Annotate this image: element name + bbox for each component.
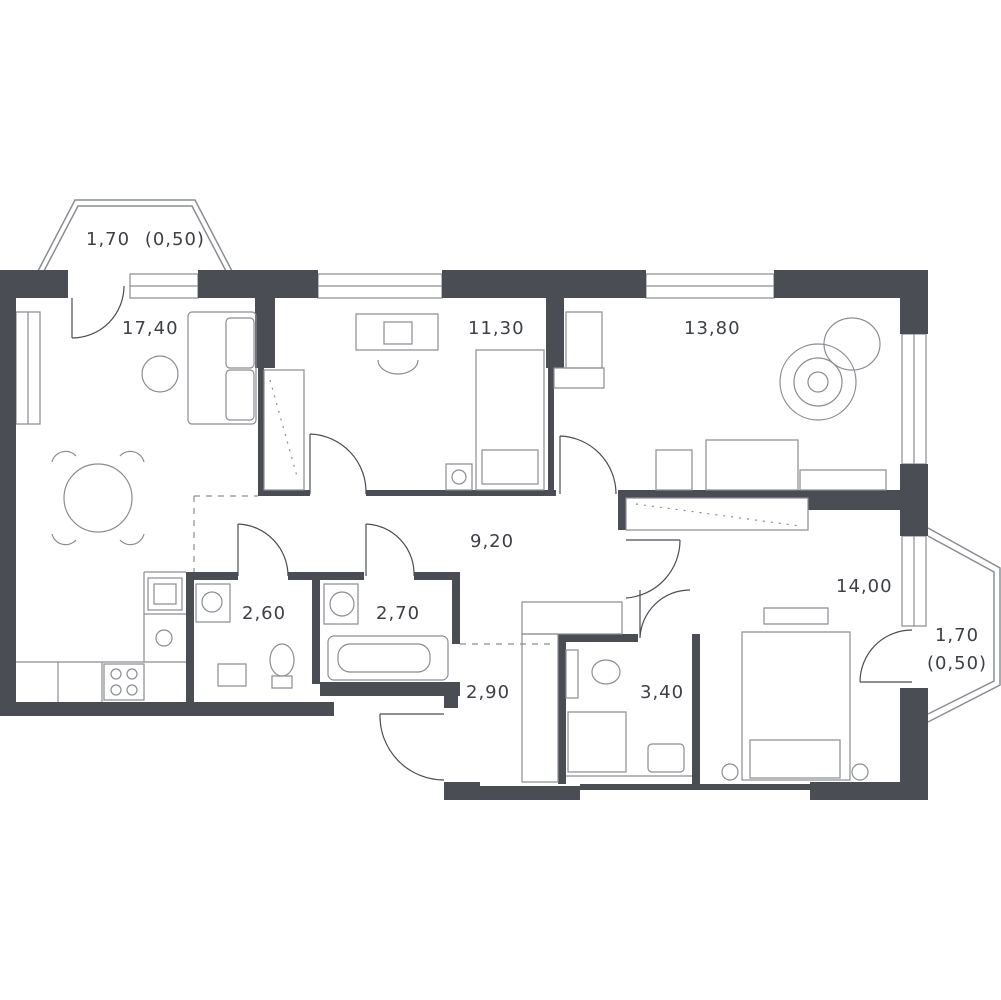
room-area-value: 1,70 xyxy=(86,229,131,250)
room-area-bathroom-tub: 2,70 xyxy=(376,603,421,624)
room-area-bedroom-right: 13,80 xyxy=(684,318,741,339)
room-area-sub: (0,50) xyxy=(144,229,205,250)
interior-lines xyxy=(16,495,692,777)
room-area-bathroom-small: 2,60 xyxy=(242,603,287,624)
walls xyxy=(0,270,928,800)
balcony-right-outline xyxy=(927,527,1001,723)
room-area-value: 1,70 xyxy=(934,625,980,646)
room-area-balcony-right: 1,70 (0,50) xyxy=(924,622,990,678)
room-area-sub: (0,50) xyxy=(926,653,988,674)
room-area-entrance: 2,90 xyxy=(466,682,511,703)
room-area-shower-room: 3,40 xyxy=(640,682,685,703)
balcony-left-outline xyxy=(37,199,233,272)
room-area-hallway: 9,20 xyxy=(470,531,515,552)
furniture xyxy=(51,311,887,783)
doors xyxy=(71,285,913,781)
room-area-living-kitchen: 17,40 xyxy=(122,318,179,339)
room-area-bedroom-middle: 11,30 xyxy=(468,318,525,339)
room-area-balcony-left: 1,70 (0,50) xyxy=(86,229,205,250)
room-area-bedroom-master: 14,00 xyxy=(836,576,893,597)
